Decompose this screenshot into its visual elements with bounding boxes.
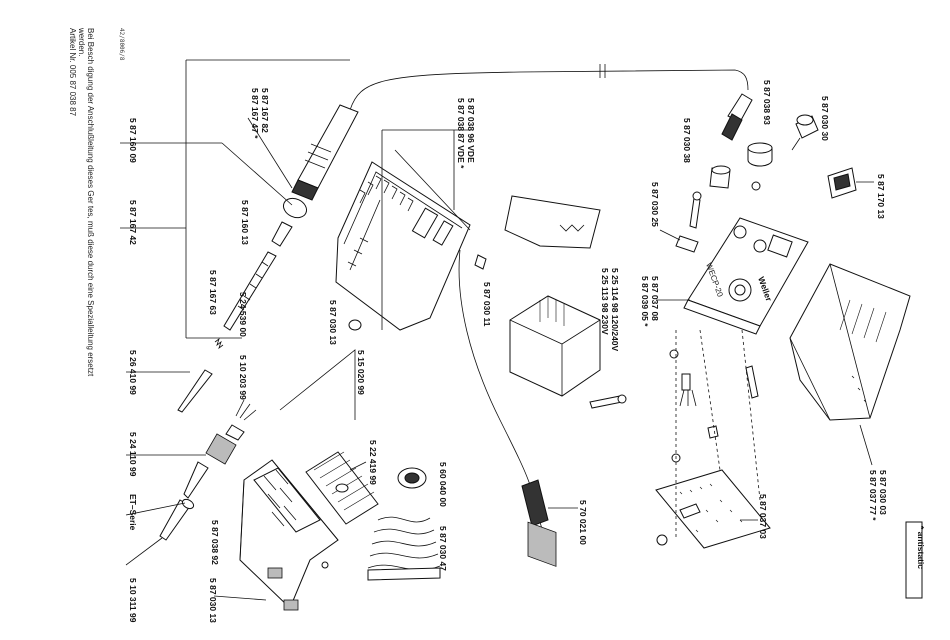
rocker-switch [827,167,857,199]
header-note-line-2: werden. [77,27,86,56]
label-5-87-030-25: 5 87 030 25 [650,182,660,227]
label-5-87-167-42: 5 87 167 42 [128,200,138,245]
cable-clamp [791,114,819,151]
label-5-87-160-09: 5 87 160 09 [128,118,138,163]
socket-assembly [709,142,773,191]
label-5-60-040-00: 5 60 040 00 [438,462,448,507]
label-5-87-167-82: 5 87 167 82 [260,88,270,133]
label-5-87-030-11: 5 87 030 11 [482,282,492,327]
label-5-22-419-99: 5 22 419 99 [368,440,378,485]
label-5-10-311-99: 5 10 311 99 [128,578,138,623]
antistatic-label: * antistatic [916,526,926,569]
control-board [655,469,771,549]
label-5-87-039-05: 5 87 039 05 * [640,276,650,327]
label-5-87-037-08: 5 87 037 08 [650,276,660,321]
label-5-87-167-47: 5 87 167 47 * [250,88,260,139]
label-5-10-203-99: 5 10 203 99 [238,355,248,400]
label-5-25-114-98: 5 25 114 98 120/240V [610,268,620,352]
chassis-frame [335,129,471,331]
header-note-line-1: Bei Besch digung der Anschlußleitung die… [86,28,95,377]
label-5-25-113-98: 5 25 113 98 230V [600,268,610,335]
sensor-parts [656,349,759,546]
soldering-iron-assembly [159,64,749,541]
transformer [509,295,627,567]
iron-holder-spring [367,467,441,581]
label-5-87-160-13: 5 87 160 13 [240,200,250,245]
drawing-code: 42/8006/8 [118,28,125,61]
label-5-26-410-99: 5 26 410 99 [128,350,138,395]
label-5-87-038-87: 5 87 038 87 VDE * [456,98,466,169]
clip-part [474,254,487,270]
shield-plate [504,195,601,249]
label-5-70-021-00: 5 70 021 00 [578,500,588,545]
iron-connector [721,93,753,141]
housing-cover [789,263,911,421]
label-5-87-170-13: 5 87 170 13 [876,174,886,219]
fuse-holder [675,235,699,253]
label-5-24-539-00: 5 24 539 00 [238,292,248,337]
label-5-87-030-47: 5 87 030 47 [438,526,448,571]
label-5-87-038-92: 5 87 038 92 [210,520,220,565]
label-5-87-038-93: 5 87 038 93 [762,80,772,125]
label-et-serie: ET–Serie [128,494,138,531]
iron-stand-base [239,459,339,611]
iron-bracket [120,59,350,339]
header-note-line-3: Artikel Nr. 005 87 038 87 [68,28,77,117]
label-5-87-030-38: 5 87 030 38 [682,118,692,163]
antistatic-badge: * antistatic [905,521,926,599]
label-5-87-037-03: 5 87 037 03 [758,494,768,539]
panel-screw [689,197,701,229]
label-5-87-037-77: 5 87 037 77 * [868,470,878,521]
label-5-87-167-63: 5 87 167 63 [208,270,218,315]
assembly-dashed-guides [675,329,761,540]
cleaning-sponge [305,451,379,525]
label-5-87-030-30: 5 87 030 30 [820,96,830,141]
label-5-87-030-13-b: 5 87 030 13 [208,578,218,623]
front-panel: Weller WECP-20 [683,217,809,335]
stand-bracket [279,349,356,420]
label-5-15-020-99: 5 15 020 99 [356,350,366,395]
grommet-part [348,319,362,331]
label-5-87-030-03: 5 87 030 03 [878,470,888,515]
label-5-87-038-96: 5 87 038 96 VDE [466,98,476,163]
label-5-24-110-99: 5 24 110 99 [128,432,138,477]
label-5-87-030-13-a: 5 87 030 13 [328,300,338,345]
